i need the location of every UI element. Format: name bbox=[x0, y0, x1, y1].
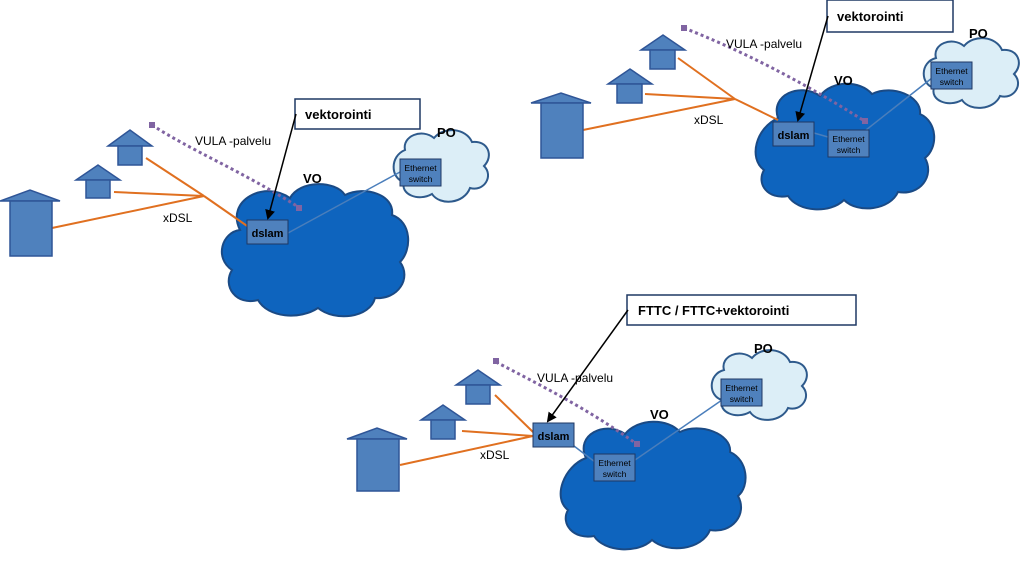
vula-end-marker bbox=[634, 441, 640, 447]
xdsl-line bbox=[203, 195, 251, 229]
vula-start-marker bbox=[681, 25, 687, 31]
ethernet-switch-box bbox=[827, 129, 870, 158]
uplink bbox=[287, 171, 401, 234]
house-small bbox=[453, 369, 503, 405]
po-label: PO bbox=[437, 125, 456, 140]
ethernet-switch-label-line1: Ethernet bbox=[598, 458, 631, 468]
callout-box bbox=[826, 0, 954, 33]
vula-label: VULA -palvelu bbox=[537, 371, 613, 385]
house-small bbox=[73, 164, 123, 199]
po-label: PO bbox=[754, 341, 773, 356]
xdsl-line bbox=[494, 394, 534, 433]
dslam-label: dslam bbox=[538, 431, 570, 443]
vo-label: VO bbox=[303, 171, 322, 186]
vula-path bbox=[151, 123, 301, 210]
ethernet-switch-label-line2: switch bbox=[940, 77, 964, 87]
downlink bbox=[573, 445, 596, 463]
house-small bbox=[105, 129, 155, 166]
house-small bbox=[605, 68, 655, 104]
xdsl-line bbox=[677, 57, 736, 100]
dslam-box bbox=[246, 219, 289, 245]
xdsl-line bbox=[113, 191, 205, 197]
ethernet-switch-label-line2: switch bbox=[730, 394, 754, 404]
vula-start-marker bbox=[149, 122, 155, 128]
house-large bbox=[0, 189, 61, 257]
house-small bbox=[418, 404, 468, 440]
dslam-label: dslam bbox=[252, 228, 284, 240]
callout-text: vektorointi bbox=[305, 107, 371, 122]
callout-text: vektorointi bbox=[837, 9, 903, 24]
vula-label: VULA -palvelu bbox=[195, 134, 271, 148]
ethernet-switch-label-line2: switch bbox=[603, 469, 627, 479]
ethernet-switch-label-line2: switch bbox=[837, 145, 861, 155]
xdsl-label: xDSL bbox=[163, 211, 193, 225]
xdsl-label: xDSL bbox=[480, 448, 510, 462]
ethernet-switch-box bbox=[720, 378, 763, 407]
vula-end-marker bbox=[862, 118, 868, 124]
callout-text: FTTC / FTTC+vektorointi bbox=[638, 303, 789, 318]
vo-cloud bbox=[559, 420, 747, 551]
callout-box bbox=[626, 294, 857, 326]
dslam-label: dslam bbox=[778, 130, 810, 142]
callout-arrow bbox=[795, 15, 829, 122]
vula-label: VULA -palvelu bbox=[726, 37, 802, 51]
uplink bbox=[865, 77, 933, 131]
uplink bbox=[634, 399, 723, 461]
xdsl-line bbox=[399, 435, 534, 466]
vo-cloud bbox=[221, 183, 410, 318]
callout-arrow bbox=[265, 113, 297, 220]
dslam-box bbox=[532, 422, 575, 448]
house-large bbox=[530, 92, 592, 159]
ethernet-switch-label-line1: Ethernet bbox=[404, 163, 437, 173]
po-label: PO bbox=[969, 26, 988, 41]
callout-arrow bbox=[546, 309, 629, 423]
diagram-fttc: dslam Ethernet switch Ethernet switch FT… bbox=[346, 294, 857, 551]
house-small bbox=[638, 34, 688, 70]
ethernet-switch-box bbox=[930, 61, 973, 90]
xdsl-line bbox=[582, 98, 736, 131]
ethernet-switch-box bbox=[399, 158, 442, 187]
ethernet-switch-label-line2: switch bbox=[409, 174, 433, 184]
ethernet-switch-box bbox=[593, 453, 636, 482]
diagram-vectoring-vo-switch: dslam Ethernet switch Ethernet switch ve… bbox=[530, 0, 1020, 211]
ethernet-switch-label-line1: Ethernet bbox=[935, 66, 968, 76]
vula-path bbox=[495, 360, 639, 447]
xdsl-label: xDSL bbox=[694, 113, 724, 127]
uplink bbox=[813, 132, 829, 138]
vo-label: VO bbox=[650, 407, 669, 422]
dslam-box bbox=[772, 121, 815, 147]
vula-end-marker bbox=[296, 205, 302, 211]
xdsl-line bbox=[145, 157, 205, 197]
house-large bbox=[346, 427, 408, 492]
xdsl-line bbox=[51, 195, 205, 229]
ethernet-switch-label-line1: Ethernet bbox=[832, 134, 865, 144]
callout-box bbox=[294, 98, 421, 130]
xdsl-line bbox=[734, 98, 779, 121]
xdsl-line bbox=[461, 430, 534, 437]
vula-start-marker bbox=[493, 358, 499, 364]
xdsl-line bbox=[644, 93, 736, 100]
ethernet-switch-label-line1: Ethernet bbox=[725, 383, 758, 393]
diagram-vectoring: dslam Ethernet switch vektorointi VULA -… bbox=[0, 98, 490, 318]
vo-label: VO bbox=[834, 73, 853, 88]
